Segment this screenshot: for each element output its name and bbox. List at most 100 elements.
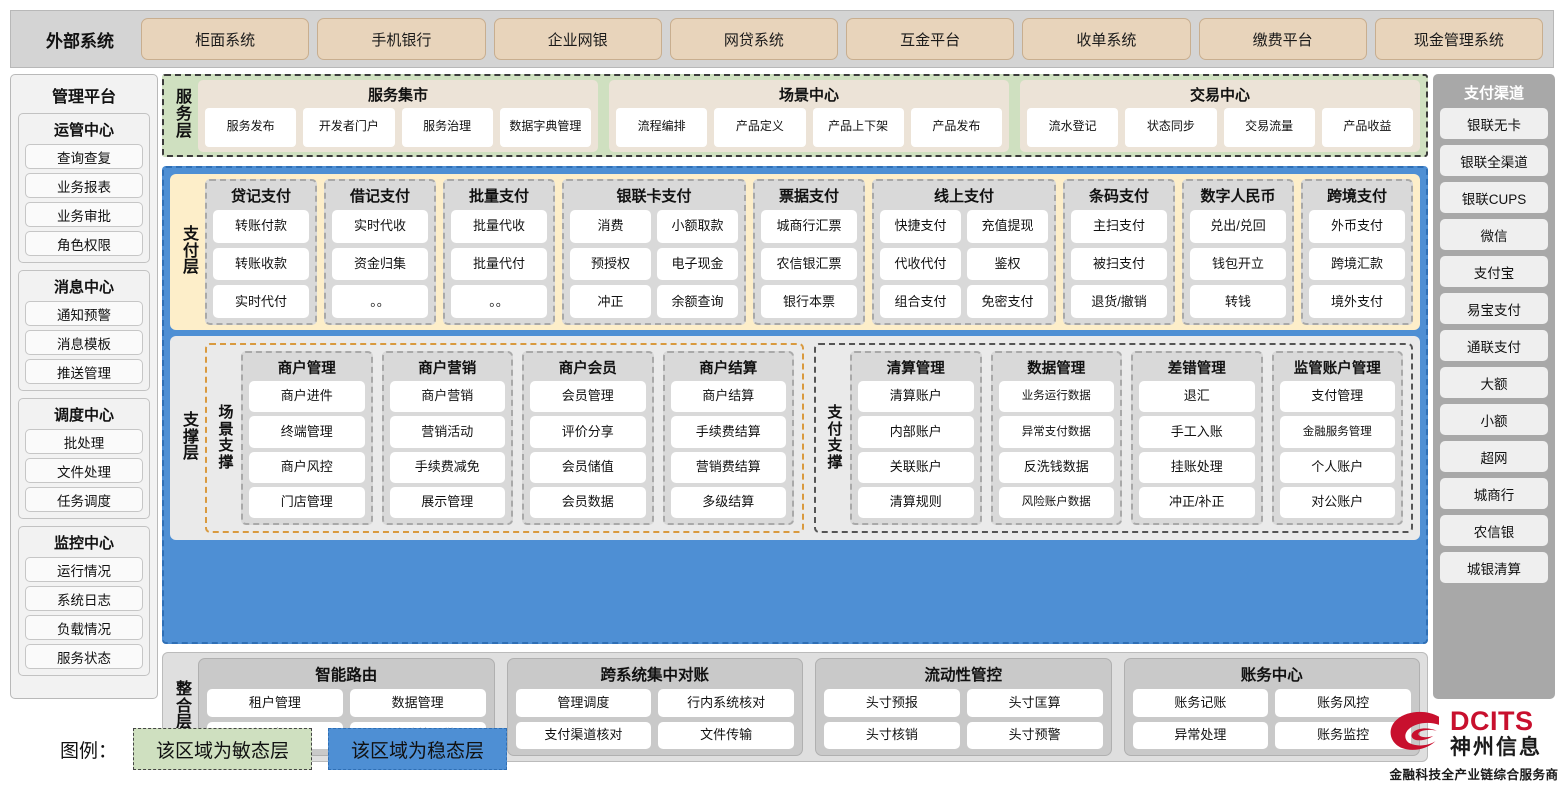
payment-item[interactable]: 。。	[451, 285, 547, 319]
external-system-item[interactable]: 网贷系统	[669, 18, 838, 60]
management-menu-item[interactable]: 运行情况	[25, 557, 143, 582]
payment-item[interactable]: 鉴权	[967, 247, 1048, 281]
support-item[interactable]: 挂账处理	[1139, 451, 1255, 483]
payment-item[interactable]: 电子现金	[657, 247, 738, 281]
support-item[interactable]: 会员管理	[530, 381, 646, 413]
payment-item[interactable]: 小额取款	[657, 210, 738, 243]
external-system-item[interactable]: 现金管理系统	[1374, 18, 1543, 60]
payment-item[interactable]: 境外支付	[1309, 285, 1405, 319]
support-item[interactable]: 营销费结算	[670, 451, 786, 483]
support-item[interactable]: 退汇	[1139, 381, 1255, 413]
management-menu-item[interactable]: 业务审批	[25, 202, 143, 227]
management-menu-item[interactable]: 角色权限	[25, 231, 143, 256]
payment-item[interactable]: 农信银汇票	[761, 247, 857, 281]
payment-item[interactable]: 批量代付	[451, 247, 547, 281]
support-item[interactable]: 风险账户数据	[998, 486, 1114, 518]
service-item[interactable]: 服务发布	[205, 107, 297, 147]
service-item[interactable]: 状态同步	[1125, 107, 1217, 147]
service-item[interactable]: 流程编排	[616, 107, 708, 147]
payment-item[interactable]: 退货/撤销	[1071, 285, 1167, 319]
service-item[interactable]: 开发者门户	[303, 107, 395, 147]
payment-item[interactable]: 消费	[570, 210, 651, 243]
support-item[interactable]: 商户营销	[389, 381, 505, 413]
support-item[interactable]: 异常支付数据	[998, 416, 1114, 448]
support-item[interactable]: 手续费减免	[389, 451, 505, 483]
integration-item[interactable]: 行内系统核对	[658, 689, 794, 717]
service-item[interactable]: 数据字典管理	[499, 107, 591, 147]
support-item[interactable]: 金融服务管理	[1279, 416, 1395, 448]
support-item[interactable]: 商户结算	[670, 381, 786, 413]
support-item[interactable]: 终端管理	[249, 416, 365, 448]
service-item[interactable]: 产品发布	[910, 107, 1002, 147]
support-item[interactable]: 冲正/补正	[1139, 486, 1255, 518]
service-item[interactable]: 产品收益	[1321, 107, 1413, 147]
payment-channel-item[interactable]: 微信	[1440, 219, 1548, 250]
management-menu-item[interactable]: 系统日志	[25, 586, 143, 611]
support-item[interactable]: 展示管理	[389, 486, 505, 518]
external-system-item[interactable]: 缴费平台	[1198, 18, 1367, 60]
payment-channel-item[interactable]: 超网	[1440, 441, 1548, 472]
payment-channel-item[interactable]: 易宝支付	[1440, 293, 1548, 324]
integration-item[interactable]: 租户管理	[207, 689, 343, 717]
payment-item[interactable]: 预授权	[570, 247, 651, 281]
service-item[interactable]: 产品上下架	[812, 107, 904, 147]
support-item[interactable]: 门店管理	[249, 486, 365, 518]
management-menu-item[interactable]: 查询查复	[25, 144, 143, 169]
payment-channel-item[interactable]: 小额	[1440, 404, 1548, 435]
support-item[interactable]: 会员储值	[530, 451, 646, 483]
support-item[interactable]: 商户进件	[249, 381, 365, 413]
management-menu-item[interactable]: 负载情况	[25, 615, 143, 640]
payment-item[interactable]: 批量代收	[451, 210, 547, 243]
payment-item[interactable]: 兑出/兑回	[1190, 210, 1286, 243]
payment-item[interactable]: 实时代收	[332, 210, 428, 243]
integration-item[interactable]: 管理调度	[515, 689, 652, 717]
management-menu-item[interactable]: 服务状态	[25, 644, 143, 669]
support-item[interactable]: 业务运行数据	[998, 381, 1114, 413]
integration-item[interactable]: 异常处理	[1132, 721, 1269, 749]
integration-item[interactable]: 支付渠道核对	[515, 721, 652, 749]
payment-item[interactable]: 被扫支付	[1071, 247, 1167, 281]
integration-item[interactable]: 头寸核销	[824, 721, 960, 749]
service-item[interactable]: 流水登记	[1027, 107, 1119, 147]
payment-item[interactable]: 转钱	[1190, 285, 1286, 319]
integration-item[interactable]: 账务风控	[1275, 689, 1411, 717]
payment-channel-item[interactable]: 通联支付	[1440, 330, 1548, 361]
payment-item[interactable]: 主扫支付	[1071, 210, 1167, 243]
payment-item[interactable]: 钱包开立	[1190, 247, 1286, 281]
payment-channel-item[interactable]: 农信银	[1440, 515, 1548, 546]
support-item[interactable]: 多级结算	[670, 486, 786, 518]
external-system-item[interactable]: 企业网银	[493, 18, 662, 60]
support-item[interactable]: 个人账户	[1279, 451, 1395, 483]
payment-item[interactable]: 转账付款	[213, 210, 309, 243]
payment-item[interactable]: 免密支付	[967, 285, 1048, 319]
payment-item[interactable]: 组合支付	[880, 285, 961, 319]
management-menu-item[interactable]: 推送管理	[25, 359, 143, 384]
external-system-item[interactable]: 柜面系统	[141, 18, 310, 60]
payment-item[interactable]: 外币支付	[1309, 210, 1405, 243]
management-menu-item[interactable]: 消息模板	[25, 330, 143, 355]
support-item[interactable]: 手续费结算	[670, 416, 786, 448]
external-system-item[interactable]: 互金平台	[846, 18, 1015, 60]
management-menu-item[interactable]: 通知预警	[25, 301, 143, 326]
payment-channel-item[interactable]: 大额	[1440, 367, 1548, 398]
management-menu-item[interactable]: 批处理	[25, 429, 143, 454]
payment-item[interactable]: 冲正	[570, 285, 651, 319]
management-menu-item[interactable]: 业务报表	[25, 173, 143, 198]
management-menu-item[interactable]: 任务调度	[25, 487, 143, 512]
payment-item[interactable]: 快捷支付	[880, 210, 961, 243]
payment-channel-item[interactable]: 银联无卡	[1440, 108, 1548, 139]
support-item[interactable]: 清算规则	[858, 486, 974, 518]
payment-channel-item[interactable]: 支付宝	[1440, 256, 1548, 287]
service-item[interactable]: 产品定义	[714, 107, 806, 147]
external-system-item[interactable]: 收单系统	[1022, 18, 1191, 60]
integration-item[interactable]: 头寸预警	[966, 721, 1103, 749]
integration-item[interactable]: 账务监控	[1275, 721, 1411, 749]
service-item[interactable]: 交易流量	[1223, 107, 1315, 147]
payment-item[interactable]: 跨境汇款	[1309, 247, 1405, 281]
support-item[interactable]: 手工入账	[1139, 416, 1255, 448]
integration-item[interactable]: 头寸预报	[824, 689, 960, 717]
integration-item[interactable]: 账务记账	[1132, 689, 1269, 717]
payment-item[interactable]: 城商行汇票	[761, 210, 857, 243]
payment-channel-item[interactable]: 银联CUPS	[1440, 182, 1548, 213]
integration-item[interactable]: 数据管理	[349, 689, 486, 717]
